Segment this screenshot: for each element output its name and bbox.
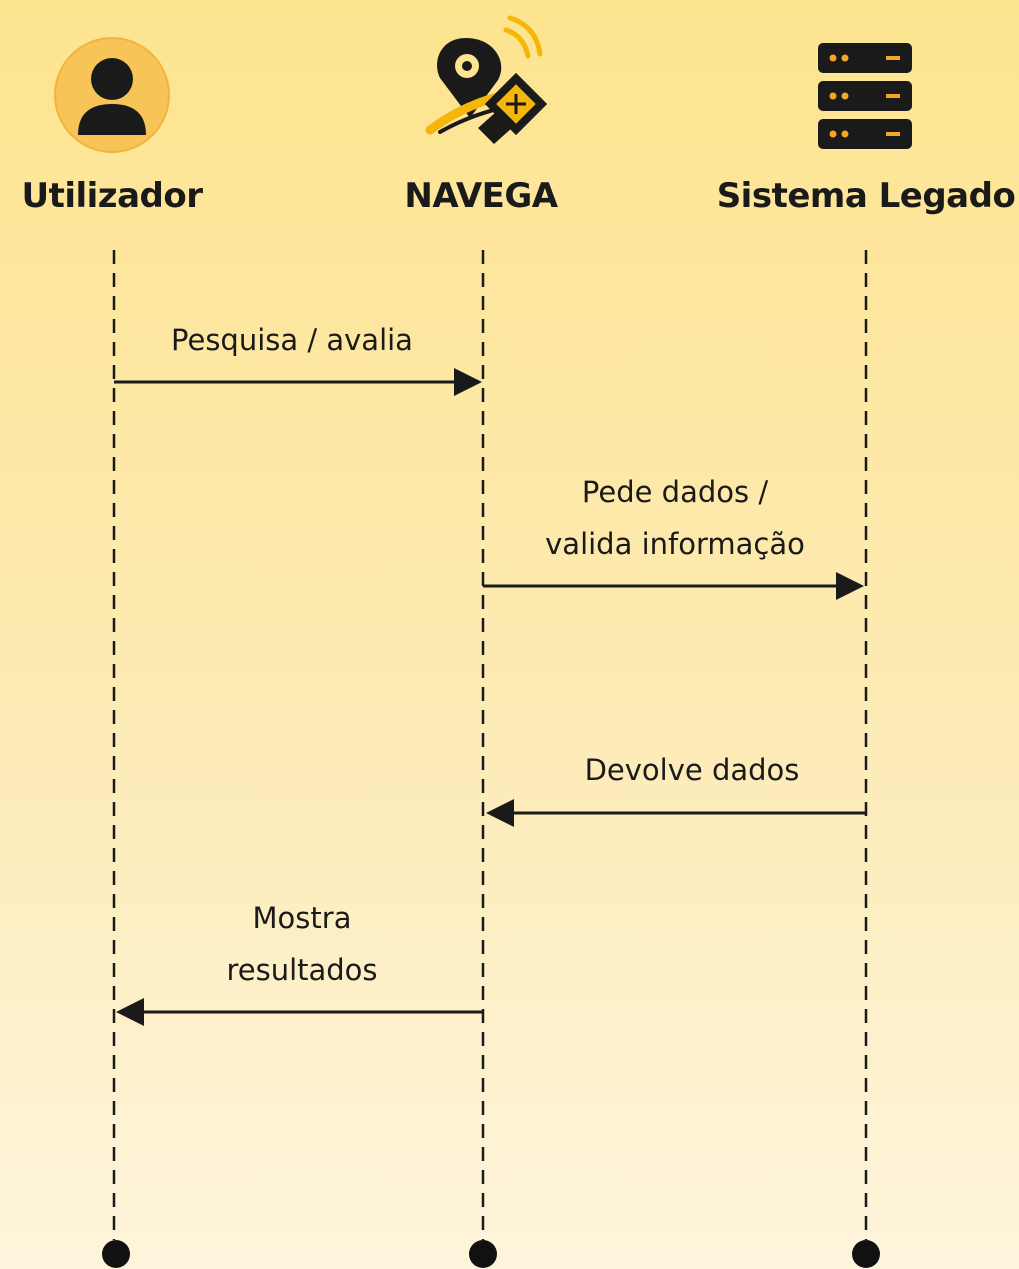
message-label-line: valida informação xyxy=(545,527,805,561)
message-arrow-pesquisa xyxy=(114,368,482,396)
actor-label-utilizador: Utilizador xyxy=(21,176,203,216)
message-label-line: resultados xyxy=(226,953,378,987)
message-label-mostra-resultados: Mostra resultados xyxy=(226,892,377,996)
message-label-pesquisa: Pesquisa / avalia xyxy=(171,314,413,366)
lifeline-end-sistema-legado xyxy=(852,1240,880,1268)
server-rack-icon xyxy=(818,43,912,149)
message-label-pede-dados: Pede dados / valida informação xyxy=(545,466,805,570)
message-arrow-mostra-resultados xyxy=(116,998,483,1026)
navega-logo-icon xyxy=(425,15,548,144)
actor-label-navega: NAVEGA xyxy=(404,176,558,216)
message-label-devolve-dados: Devolve dados xyxy=(585,744,800,796)
lifeline-end-utilizador xyxy=(102,1240,130,1268)
message-arrow-pede-dados xyxy=(483,572,864,600)
user-icon xyxy=(54,37,170,153)
message-label-line: Mostra xyxy=(252,901,352,935)
message-label-line: Pede dados / xyxy=(581,475,769,509)
lifeline-end-navega xyxy=(469,1240,497,1268)
message-label-line: Pesquisa / avalia xyxy=(171,323,413,357)
message-label-line: Devolve dados xyxy=(584,753,800,787)
message-arrow-devolve-dados xyxy=(486,799,866,827)
actor-label-sistema-legado: Sistema Legado xyxy=(716,176,1016,216)
